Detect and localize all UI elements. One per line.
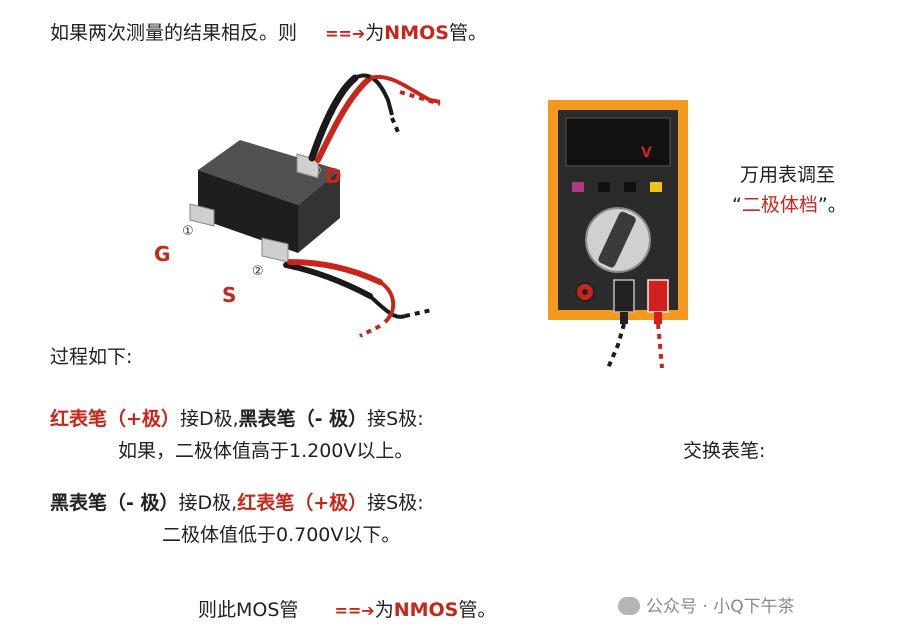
swap-label: 交换表笔: — [683, 440, 766, 462]
step2-red-polarity: （+极） — [294, 492, 368, 514]
step2-black-polarity: （- 极） — [107, 492, 179, 514]
step1-result: 如果，二极体值高于1.200V以上。 — [118, 440, 414, 462]
watermark-text: 公众号 · 小Q下午茶 — [646, 597, 795, 617]
step2-end: 接S极: — [367, 492, 424, 514]
step1-red-probe: 红表笔 — [50, 408, 108, 430]
meter-note-line2: “二极体档”。 — [732, 190, 847, 217]
pin1-marker: ① — [182, 224, 194, 239]
meter-black-lead — [606, 323, 626, 369]
header-prefix: 为 — [365, 22, 385, 44]
header-type: NMOS — [384, 22, 449, 44]
conclusion-arrow: ==➔ — [334, 601, 375, 620]
step1-black-polarity: （- 极） — [295, 408, 368, 430]
step2-mid: 接D极, — [178, 492, 238, 514]
meter-display-unit: V — [641, 145, 652, 161]
step1-black-probe: 黑表笔 — [238, 408, 296, 430]
process-title: 过程如下: — [50, 346, 133, 368]
quote-close: ”。 — [817, 194, 847, 216]
conclusion-line: 则此MOS管 ==➔为NMOS管。 — [198, 595, 496, 622]
step1-mid: 接D极, — [179, 408, 239, 430]
step2-red-probe: 红表笔 — [237, 492, 295, 514]
quote-open: “ — [732, 194, 742, 216]
header-line: 如果两次测量的结果相反。则 ==➔为NMOS管。 — [50, 18, 487, 45]
step1-line: 红表笔（+极）接D极,黑表笔（- 极）接S极: — [50, 404, 424, 431]
pin-d-label: D — [325, 164, 342, 188]
step2-line: 黑表笔（- 极）接D极,红表笔（+极）接S极: — [50, 488, 424, 515]
probe-pair-source — [283, 259, 433, 338]
wechat-icon — [618, 597, 640, 615]
step2-black-probe: 黑表笔 — [50, 492, 108, 514]
step2-result: 二极体值低于0.700V以下。 — [162, 524, 401, 546]
meter-red-lead — [656, 323, 664, 369]
step1-red-polarity: （+极） — [107, 408, 180, 430]
pin-g-label: G — [154, 242, 171, 266]
pin-s-label: S — [222, 283, 237, 307]
pin2-marker: ② — [252, 264, 264, 279]
conclusion-suffix: 管。 — [458, 599, 497, 621]
conclusion-intro: 则此MOS管 — [198, 599, 299, 621]
watermark: 公众号 · 小Q下午茶 — [618, 592, 795, 617]
probe-pair-drain — [308, 73, 441, 163]
step1-end: 接S极: — [367, 408, 424, 430]
pin3-marker: ③ — [310, 164, 322, 179]
conclusion-type: NMOS — [393, 599, 459, 621]
multimeter — [548, 100, 688, 324]
meter-note-line1: 万用表调至 — [740, 164, 836, 186]
header-intro: 如果两次测量的结果相反。则 — [50, 22, 298, 44]
conclusion-prefix: 为 — [374, 599, 394, 621]
mosfet-package — [198, 140, 340, 253]
meter-mode: 二极体档 — [741, 194, 818, 216]
header-suffix: 管。 — [448, 22, 487, 44]
header-arrow: ==➔ — [325, 24, 366, 43]
